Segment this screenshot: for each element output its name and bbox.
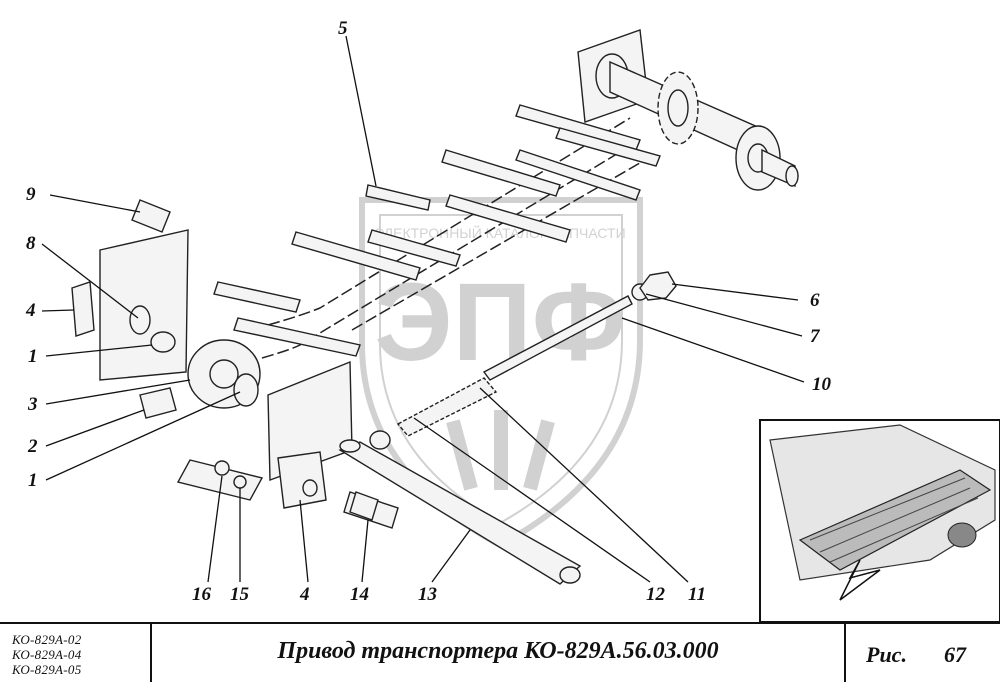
model-variants: КО-829А-02 КО-829А-04 КО-829А-05 bbox=[0, 624, 152, 682]
figure-number-cell: Рис. 67 bbox=[846, 624, 1000, 682]
callout-6: 9 bbox=[26, 184, 36, 205]
callout-12: 12 bbox=[646, 584, 666, 605]
left-bracket-assembly bbox=[71, 199, 261, 419]
callout-labels: 9 8 4 1 3 2 1 5 6 7 10 11 12 13 14 4 15 … bbox=[25, 18, 832, 605]
title-block: КО-829А-02 КО-829А-04 КО-829А-05 Привод … bbox=[0, 622, 1000, 682]
callout-3: 3 bbox=[27, 394, 38, 415]
callout-10: 10 bbox=[812, 374, 832, 395]
model-variant: КО-829А-05 bbox=[12, 662, 82, 677]
drive-shaft-assembly bbox=[577, 29, 799, 191]
tensioner-screw-assembly bbox=[369, 271, 677, 450]
callout-9: 7 bbox=[810, 326, 821, 347]
exploded-parts-drawing: ЭПФ ЭЛЕКТРОННЫЙ КАТАЛОГ ЗАПЧАСТИ bbox=[25, 18, 1000, 622]
callout-4-left: 4 bbox=[25, 300, 36, 321]
callout-11: 11 bbox=[688, 584, 706, 605]
callout-15: 15 bbox=[230, 584, 250, 605]
drawing-title: Привод транспортера КО-829А.56.03.000 bbox=[277, 638, 719, 664]
figure-label: Рис. bbox=[866, 642, 907, 667]
callout-7: 5 bbox=[338, 18, 348, 39]
leader-lines bbox=[41, 35, 805, 583]
watermark-text: ЭЛЕКТРОННЫЙ КАТАЛОГ ЗАПЧАСТИ bbox=[374, 224, 625, 241]
callout-1-upper: 1 bbox=[28, 346, 38, 367]
location-inset bbox=[759, 419, 1000, 622]
drawing-title-cell: Привод транспортера КО-829А.56.03.000 bbox=[152, 624, 846, 682]
model-variant: КО-829А-02 bbox=[12, 632, 82, 647]
callout-5: 8 bbox=[26, 233, 36, 254]
callout-4-lower: 4 bbox=[299, 584, 310, 605]
callout-2: 2 bbox=[27, 436, 38, 457]
callout-16: 16 bbox=[192, 584, 212, 605]
conveyor-chain-assembly bbox=[213, 104, 661, 359]
callout-1-lower: 1 bbox=[28, 470, 38, 491]
model-variant: КО-829А-04 bbox=[12, 647, 82, 662]
callout-13: 13 bbox=[418, 584, 437, 605]
lower-mechanism bbox=[176, 360, 582, 585]
callout-8: 6 bbox=[810, 290, 820, 311]
figure-number: 67 bbox=[944, 642, 966, 667]
callout-14: 14 bbox=[350, 584, 369, 605]
